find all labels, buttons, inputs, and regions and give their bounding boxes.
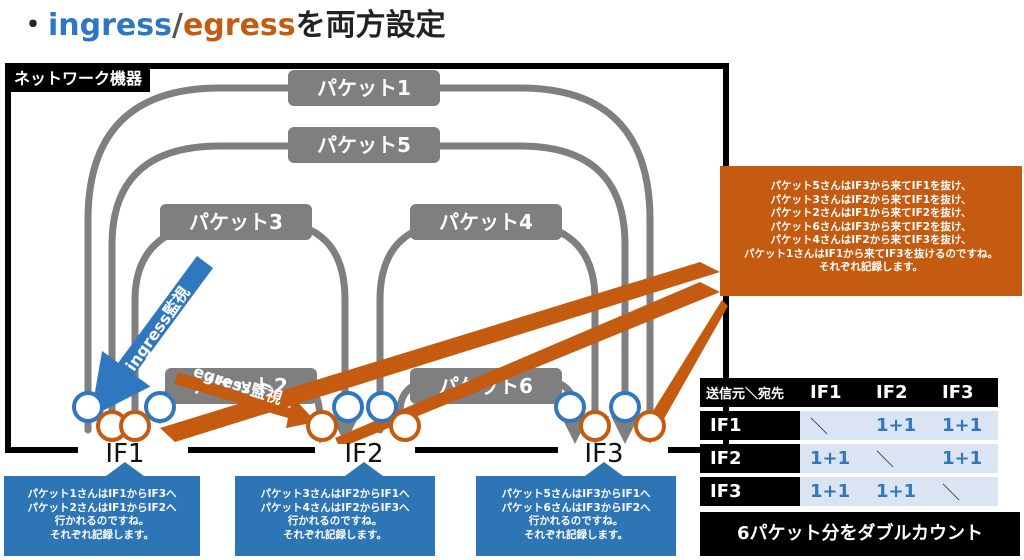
if3-gap bbox=[558, 444, 668, 458]
ingress-monitor-if1-b bbox=[144, 391, 176, 423]
ingress-monitor-if1-a bbox=[72, 391, 104, 423]
packet-5-box bbox=[288, 127, 440, 163]
egress-note: パケット5さんはIF3から来てIF1を抜け、 パケット3さんはIF2から来てIF… bbox=[720, 166, 1022, 296]
heading-suffix: を両方設定 bbox=[295, 8, 446, 43]
note-if2-pointer bbox=[345, 462, 383, 476]
if2-gap bbox=[315, 444, 415, 458]
packet-3-box bbox=[160, 204, 312, 240]
egress-arrow bbox=[174, 372, 316, 428]
packet-5-label: パケット5 bbox=[317, 133, 411, 157]
matrix-col-if1: IF1 bbox=[800, 378, 866, 407]
egress-wedge-if1 bbox=[160, 262, 720, 442]
matrix-cell: 1+1 bbox=[932, 444, 998, 473]
matrix-cell: 1+1 bbox=[866, 411, 932, 440]
matrix-cell: 1+1 bbox=[800, 477, 866, 506]
matrix-row: IF2 1+1 ＼ 1+1 bbox=[700, 444, 998, 473]
matrix-cell: 1+1 bbox=[866, 477, 932, 506]
matrix-cell: ＼ bbox=[800, 411, 866, 440]
ingress-note-if1: パケット1さんはIF1からIF3へ パケット2さんはIF1からIF2へ 行かれる… bbox=[4, 476, 200, 556]
egress-wedge-if3 bbox=[640, 300, 728, 440]
device-label: ネットワーク機器 bbox=[6, 66, 151, 92]
ingress-monitor-if2-b bbox=[366, 391, 398, 423]
packet-1-label: パケット1 bbox=[317, 76, 411, 100]
egress-monitor-if2-a bbox=[306, 410, 338, 442]
matrix-corner: 送信元＼宛先 bbox=[700, 378, 800, 407]
note-if3-pointer bbox=[585, 462, 623, 476]
egress-monitor-if1-b bbox=[119, 410, 151, 442]
ingress-note-if3: パケット5さんはIF3からIF1へ パケット6さんはIF3からIF2へ 行かれる… bbox=[476, 476, 676, 556]
egress-monitor-if3-a bbox=[579, 410, 611, 442]
packet-1-box bbox=[288, 70, 440, 106]
heading-bullet: ・ bbox=[18, 8, 48, 43]
packet-4-box bbox=[410, 204, 562, 240]
matrix-row-header: IF3 bbox=[700, 477, 800, 506]
matrix-col-if2: IF2 bbox=[866, 378, 932, 407]
egress-monitor-if3-b bbox=[634, 410, 666, 442]
summary-banner: 6パケット分をダブルカウント bbox=[700, 512, 1020, 556]
ingress-monitor-if3-a bbox=[554, 391, 586, 423]
matrix-cell: ＼ bbox=[932, 477, 998, 506]
packet-4-label: パケット4 bbox=[439, 210, 533, 234]
note-if1-pointer bbox=[106, 462, 144, 476]
egress-monitor-if2-b bbox=[389, 410, 421, 442]
heading-ingress: ingress bbox=[48, 8, 172, 43]
heading-slash: / bbox=[171, 8, 183, 43]
matrix-row-header: IF1 bbox=[700, 411, 800, 440]
matrix-col-if3: IF3 bbox=[932, 378, 998, 407]
ingress-note-if2: パケット3さんはIF2からIF1へ パケット4さんはIF2からIF3へ 行かれる… bbox=[235, 476, 435, 556]
ingress-monitor-if3-b bbox=[609, 391, 641, 423]
if1-gap bbox=[78, 444, 188, 458]
matrix-row-header: IF2 bbox=[700, 444, 800, 473]
heading-egress: egress bbox=[182, 8, 296, 43]
packet-3-label: パケット3 bbox=[189, 210, 283, 234]
ingress-monitor-if2-a bbox=[332, 391, 364, 423]
ingress-arrow bbox=[90, 256, 214, 417]
heading: ・ingress/egressを両方設定 bbox=[18, 4, 446, 48]
egress-wedge-if2 bbox=[335, 282, 720, 448]
matrix-cell: ＼ bbox=[866, 444, 932, 473]
count-matrix: 送信元＼宛先 IF1 IF2 IF3 IF1 ＼ 1+1 1+1 IF2 1+1… bbox=[700, 374, 998, 510]
matrix-cell: 1+1 bbox=[932, 411, 998, 440]
matrix-header-row: 送信元＼宛先 IF1 IF2 IF3 bbox=[700, 378, 998, 407]
matrix-row: IF1 ＼ 1+1 1+1 bbox=[700, 411, 998, 440]
matrix-row: IF3 1+1 1+1 ＼ bbox=[700, 477, 998, 506]
matrix-cell: 1+1 bbox=[800, 444, 866, 473]
